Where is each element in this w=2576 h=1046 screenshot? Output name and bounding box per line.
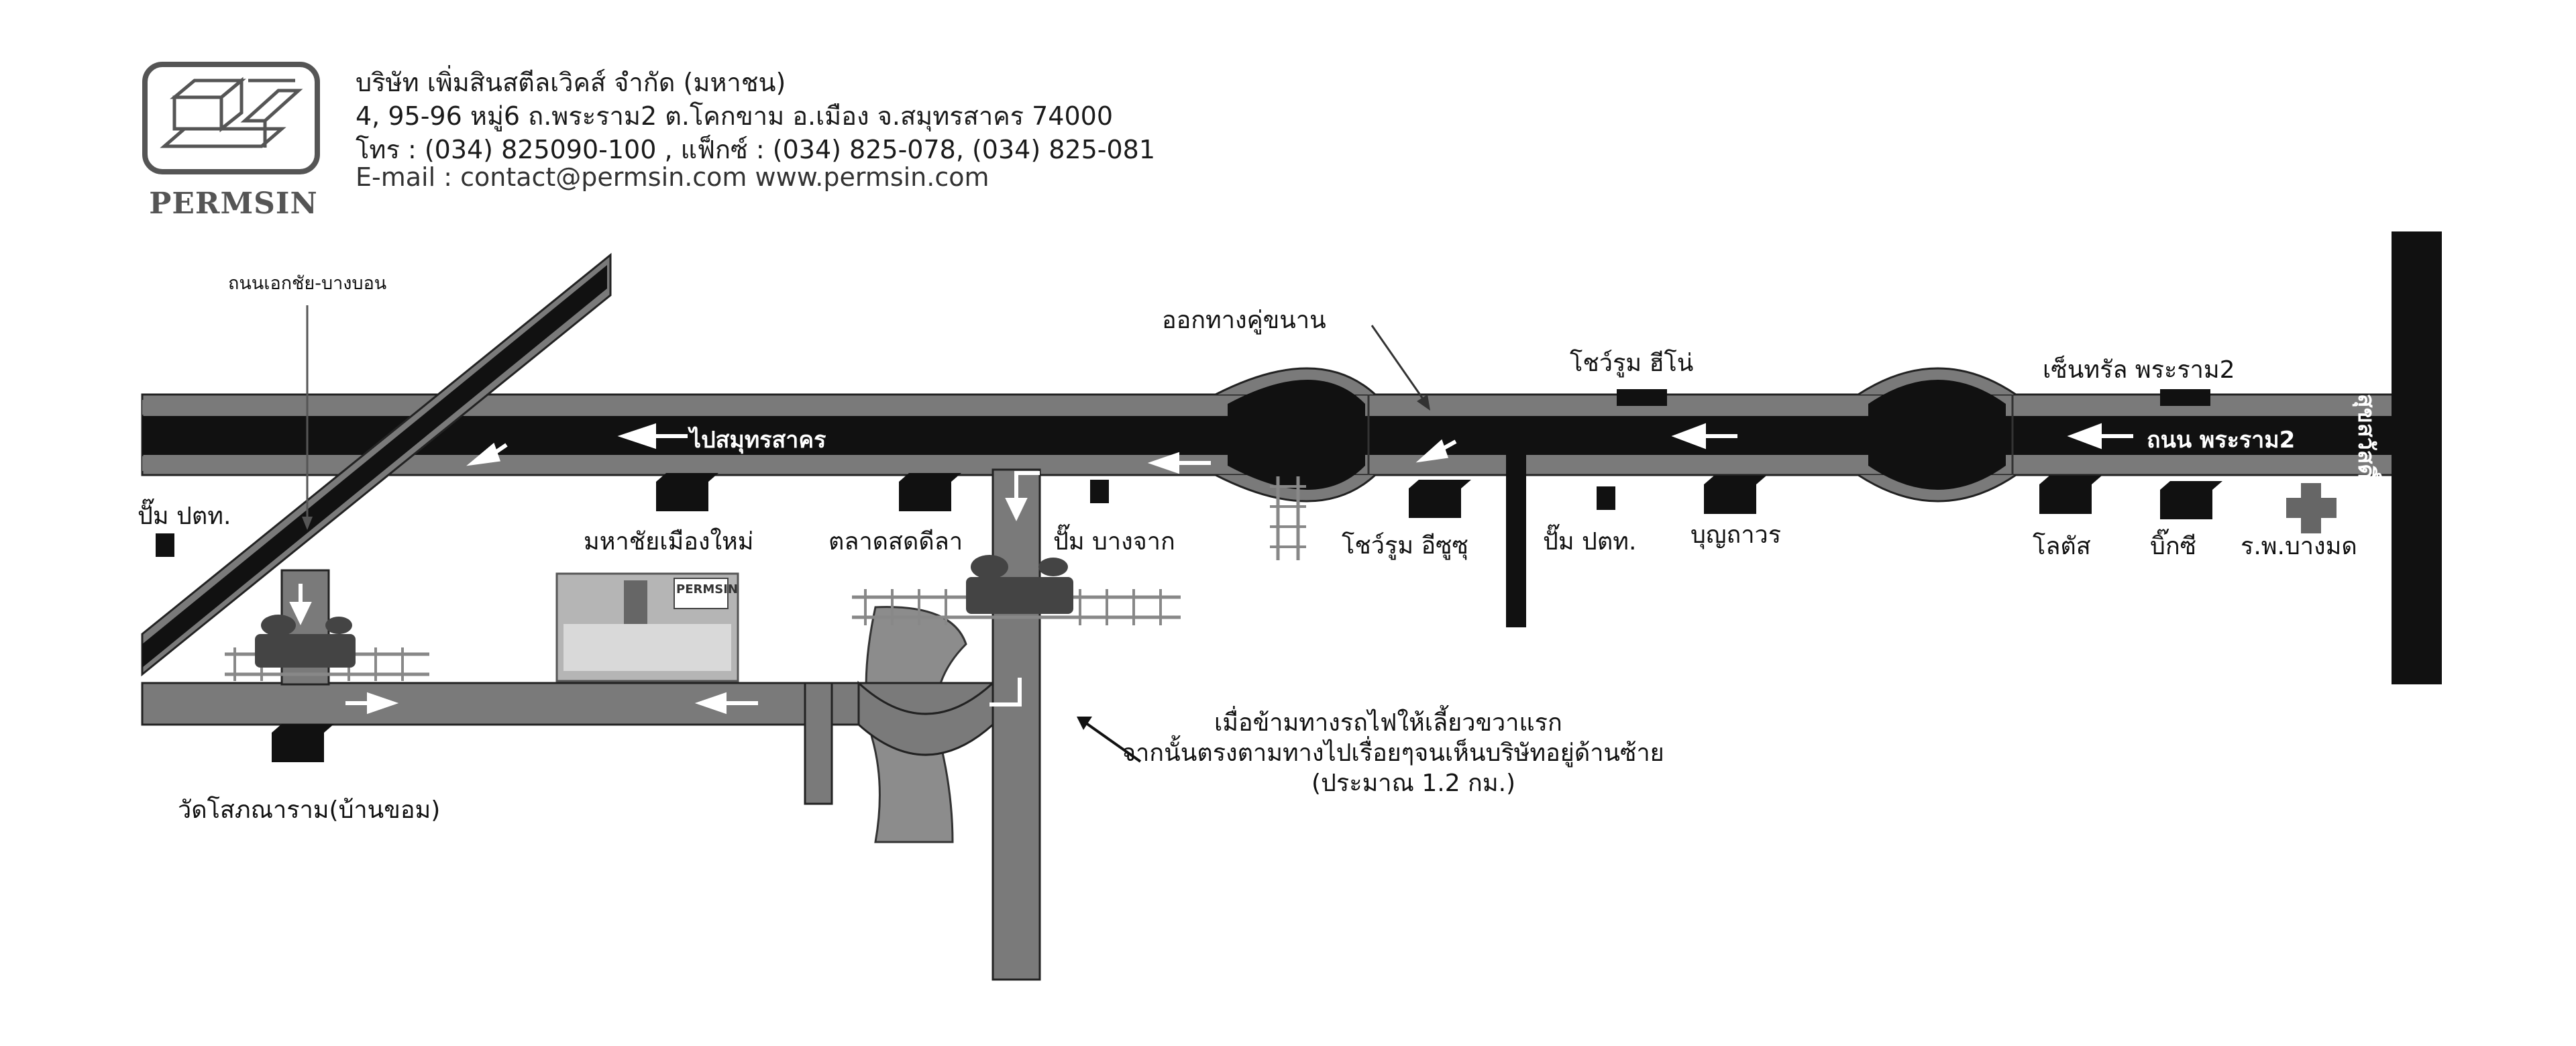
suksawat-road xyxy=(2392,231,2442,684)
company-address: 4, 95-96 หมู่6 ถ.พระราม2 ต.โคกขาม อ.เมือ… xyxy=(356,101,1113,131)
talat-sot-deela-label: ตลาดสดดีลา xyxy=(828,528,963,556)
company-phone: โทร : (034) 825090-100 , แฟ็กซ์ : (034) … xyxy=(356,135,1156,164)
pump-bangchak-label: ปั๊ม บางจาก xyxy=(1053,528,1175,556)
exit-pointer xyxy=(1371,325,1427,403)
company-header: PERMSIN บริษัท เพิ่มสินสตีลเวิคส์ จำกัด … xyxy=(0,0,2576,228)
central-rama2-label: เซ็นทรัล พระราม2 xyxy=(2043,356,2235,384)
photo-sign-label: PERMSIN xyxy=(676,582,738,596)
bangmod-hospital-label: ร.พ.บางมด xyxy=(2241,533,2357,560)
rama2-center-lanes xyxy=(142,416,2436,455)
bunthawon-label: บุญถาวร xyxy=(1690,521,1782,549)
arrow-icons xyxy=(289,423,2133,715)
railway xyxy=(225,476,1306,681)
company-web: E-mail : contact@permsin.com www.permsin… xyxy=(356,162,989,192)
wat-label: วัดโสภณาราม(บ้านขอม) xyxy=(178,796,441,824)
rama2-label: ถนน พระราม2 xyxy=(2147,427,2296,454)
company-name: บริษัท เพิ่มสินสตีลเวิคส์ จำกัด (มหาชน) xyxy=(356,68,786,97)
permsin-logo xyxy=(142,62,320,174)
pump-ptt-left-label: ปั๊ม ปตท. xyxy=(138,503,231,530)
soi-road-south xyxy=(991,468,1041,981)
logo-wordmark: PERMSIN xyxy=(149,187,318,221)
hospital-cross-icon xyxy=(2286,483,2337,533)
side-road xyxy=(1506,443,1526,627)
logo-icon xyxy=(160,76,303,148)
showroom-hino-label: โชว์รูม ฮีโน่ xyxy=(1570,350,1694,377)
to-samut-sakhon-label: ไปสมุทรสาคร xyxy=(690,427,826,454)
lotus-label: โลตัส xyxy=(2033,533,2091,560)
direction-line-1: เมื่อข้ามทางรถไฟให้เลี้ยวขวาแรก xyxy=(1214,709,1562,737)
pump-ptt-right-label: ปั๊ม ปตท. xyxy=(1543,528,1637,556)
direction-pointer xyxy=(1082,720,1142,763)
direction-line-2: จากนั้นตรงตามทางไปเรื่อยๆจนเห็นบริษัทอยู… xyxy=(1122,739,1664,767)
train-icon xyxy=(966,555,1073,614)
ekachai-road-label: ถนนเอกชัย-บางบอน xyxy=(228,273,387,294)
showroom-isuzu-label: โชว์รูม อีซูซุ xyxy=(1342,532,1468,560)
mahachai-new-city-label: มหาชัยเมืองใหม่ xyxy=(584,528,754,556)
suksawat-label: ถนน สุขสวัสดิ์ xyxy=(2353,341,2379,479)
train-icon-left xyxy=(255,615,356,668)
poi-icons xyxy=(156,389,2222,762)
direction-line-3: (ประมาณ 1.2 กม.) xyxy=(1311,770,1516,797)
exit-frontage-label: ออกทางคู่ขนาน xyxy=(1162,307,1326,334)
big-c-label: บิ๊กซี xyxy=(2150,533,2197,560)
